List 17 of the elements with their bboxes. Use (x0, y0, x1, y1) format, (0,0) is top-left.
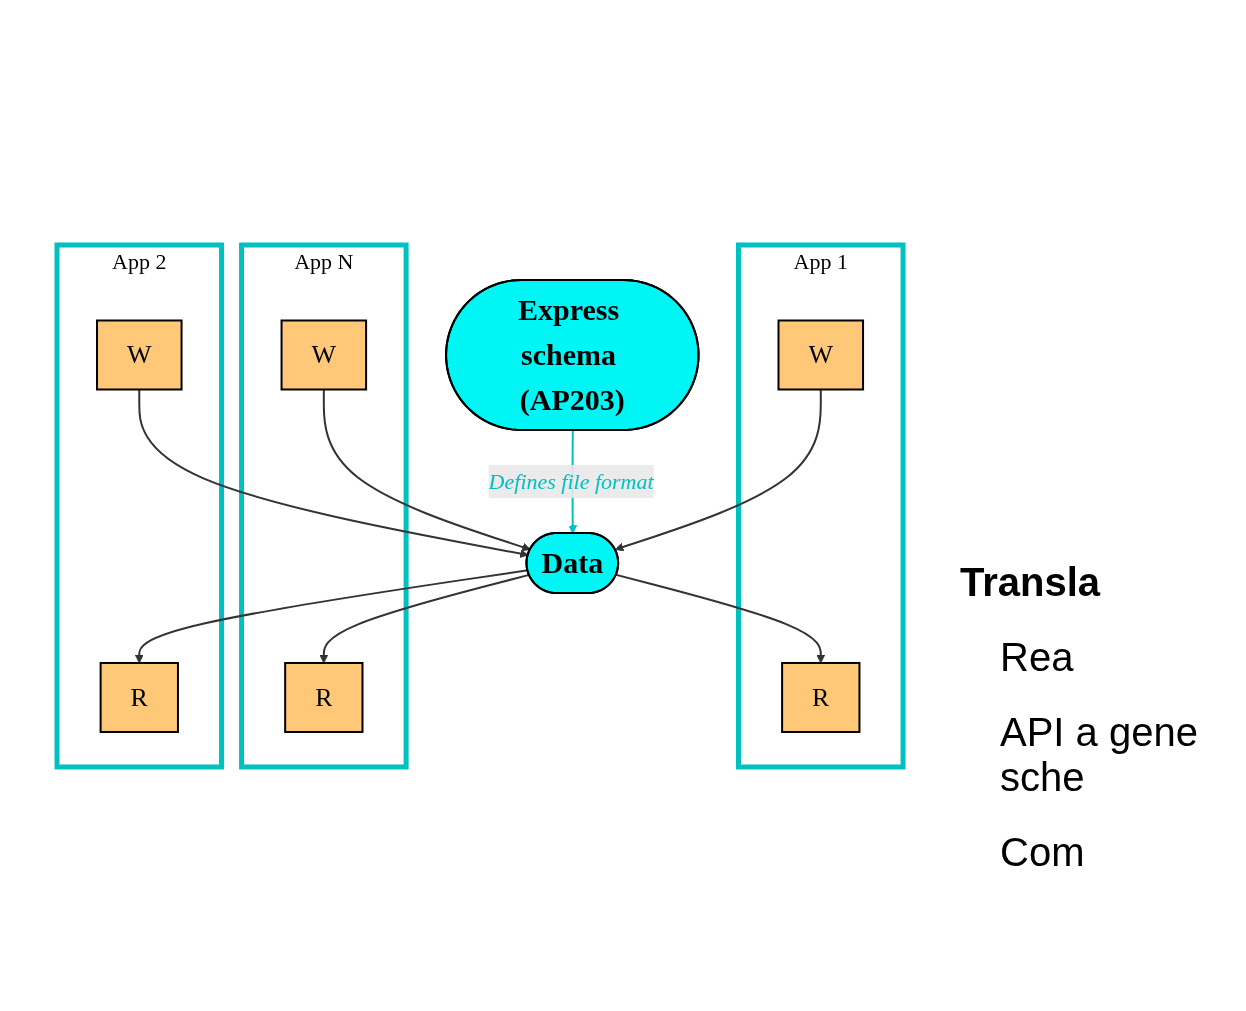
arrow (134, 568, 529, 663)
node-box: W (280, 319, 368, 390)
arrow (138, 388, 529, 558)
bullet-text: API a gene sche (1000, 710, 1199, 800)
arrow (322, 388, 531, 551)
arrow (615, 573, 826, 663)
node-box: R (284, 661, 364, 733)
edge-label: Defines file format (488, 468, 654, 494)
bullet-text: Com (1000, 830, 1086, 875)
node-box: R (99, 661, 179, 733)
node-box: W (777, 319, 864, 390)
heading-text: Transla (960, 560, 1102, 605)
arrow (319, 573, 531, 663)
arrow (614, 388, 822, 551)
bullet-text: Rea (1000, 635, 1075, 680)
node-box: W (96, 319, 183, 390)
node-box: R (781, 661, 861, 733)
